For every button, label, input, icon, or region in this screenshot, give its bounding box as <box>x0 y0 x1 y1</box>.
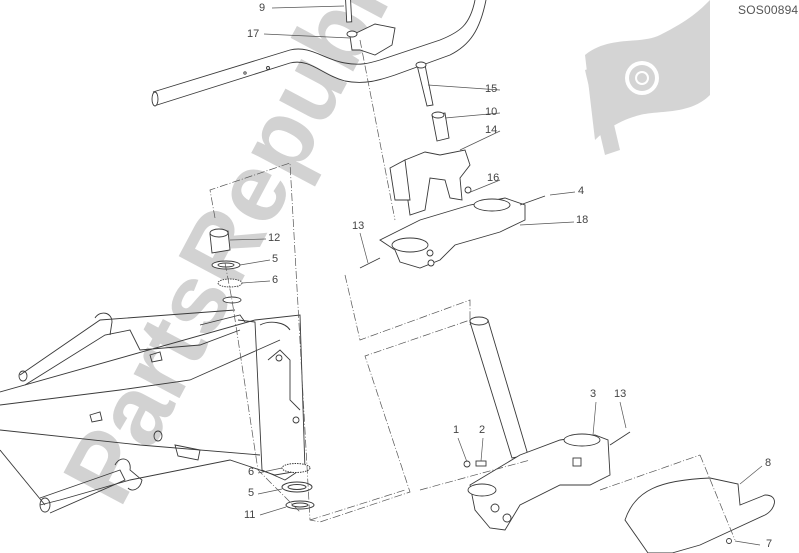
guide-lines <box>209 39 736 541</box>
callout-17: 17 <box>247 28 260 40</box>
frame <box>0 309 306 514</box>
callout-3: 3 <box>590 388 597 400</box>
callout-8: 8 <box>765 457 772 469</box>
callout-15: 15 <box>485 83 498 95</box>
callout-10: 10 <box>485 106 498 118</box>
callout-4: 4 <box>578 185 585 197</box>
callout-2: 2 <box>479 424 486 436</box>
riser-parts <box>389 61 471 216</box>
callout-1: 1 <box>453 424 460 436</box>
callout-11: 11 <box>244 509 256 521</box>
callout-13-lower: 13 <box>614 388 627 400</box>
callout-6-lower: 6 <box>248 466 255 478</box>
callout-16: 16 <box>487 172 500 184</box>
handlebar <box>151 0 487 107</box>
callout-14: 14 <box>485 124 498 136</box>
callout-5: 5 <box>272 253 279 265</box>
callout-18: 18 <box>576 214 589 226</box>
diagram-code: SOS00894 <box>738 3 799 17</box>
callout-12: 12 <box>268 232 281 244</box>
leader-lines <box>229 5 763 546</box>
lower-triple-clamp <box>463 316 631 531</box>
callout-6: 6 <box>272 274 279 286</box>
callout-9: 9 <box>259 2 266 14</box>
cover-guard <box>624 477 775 553</box>
callout-7: 7 <box>766 538 773 550</box>
upper-triple-clamp <box>359 186 546 269</box>
lower-bearings <box>281 463 315 510</box>
callout-13: 13 <box>352 220 365 232</box>
callout-5-lower: 5 <box>248 487 255 499</box>
